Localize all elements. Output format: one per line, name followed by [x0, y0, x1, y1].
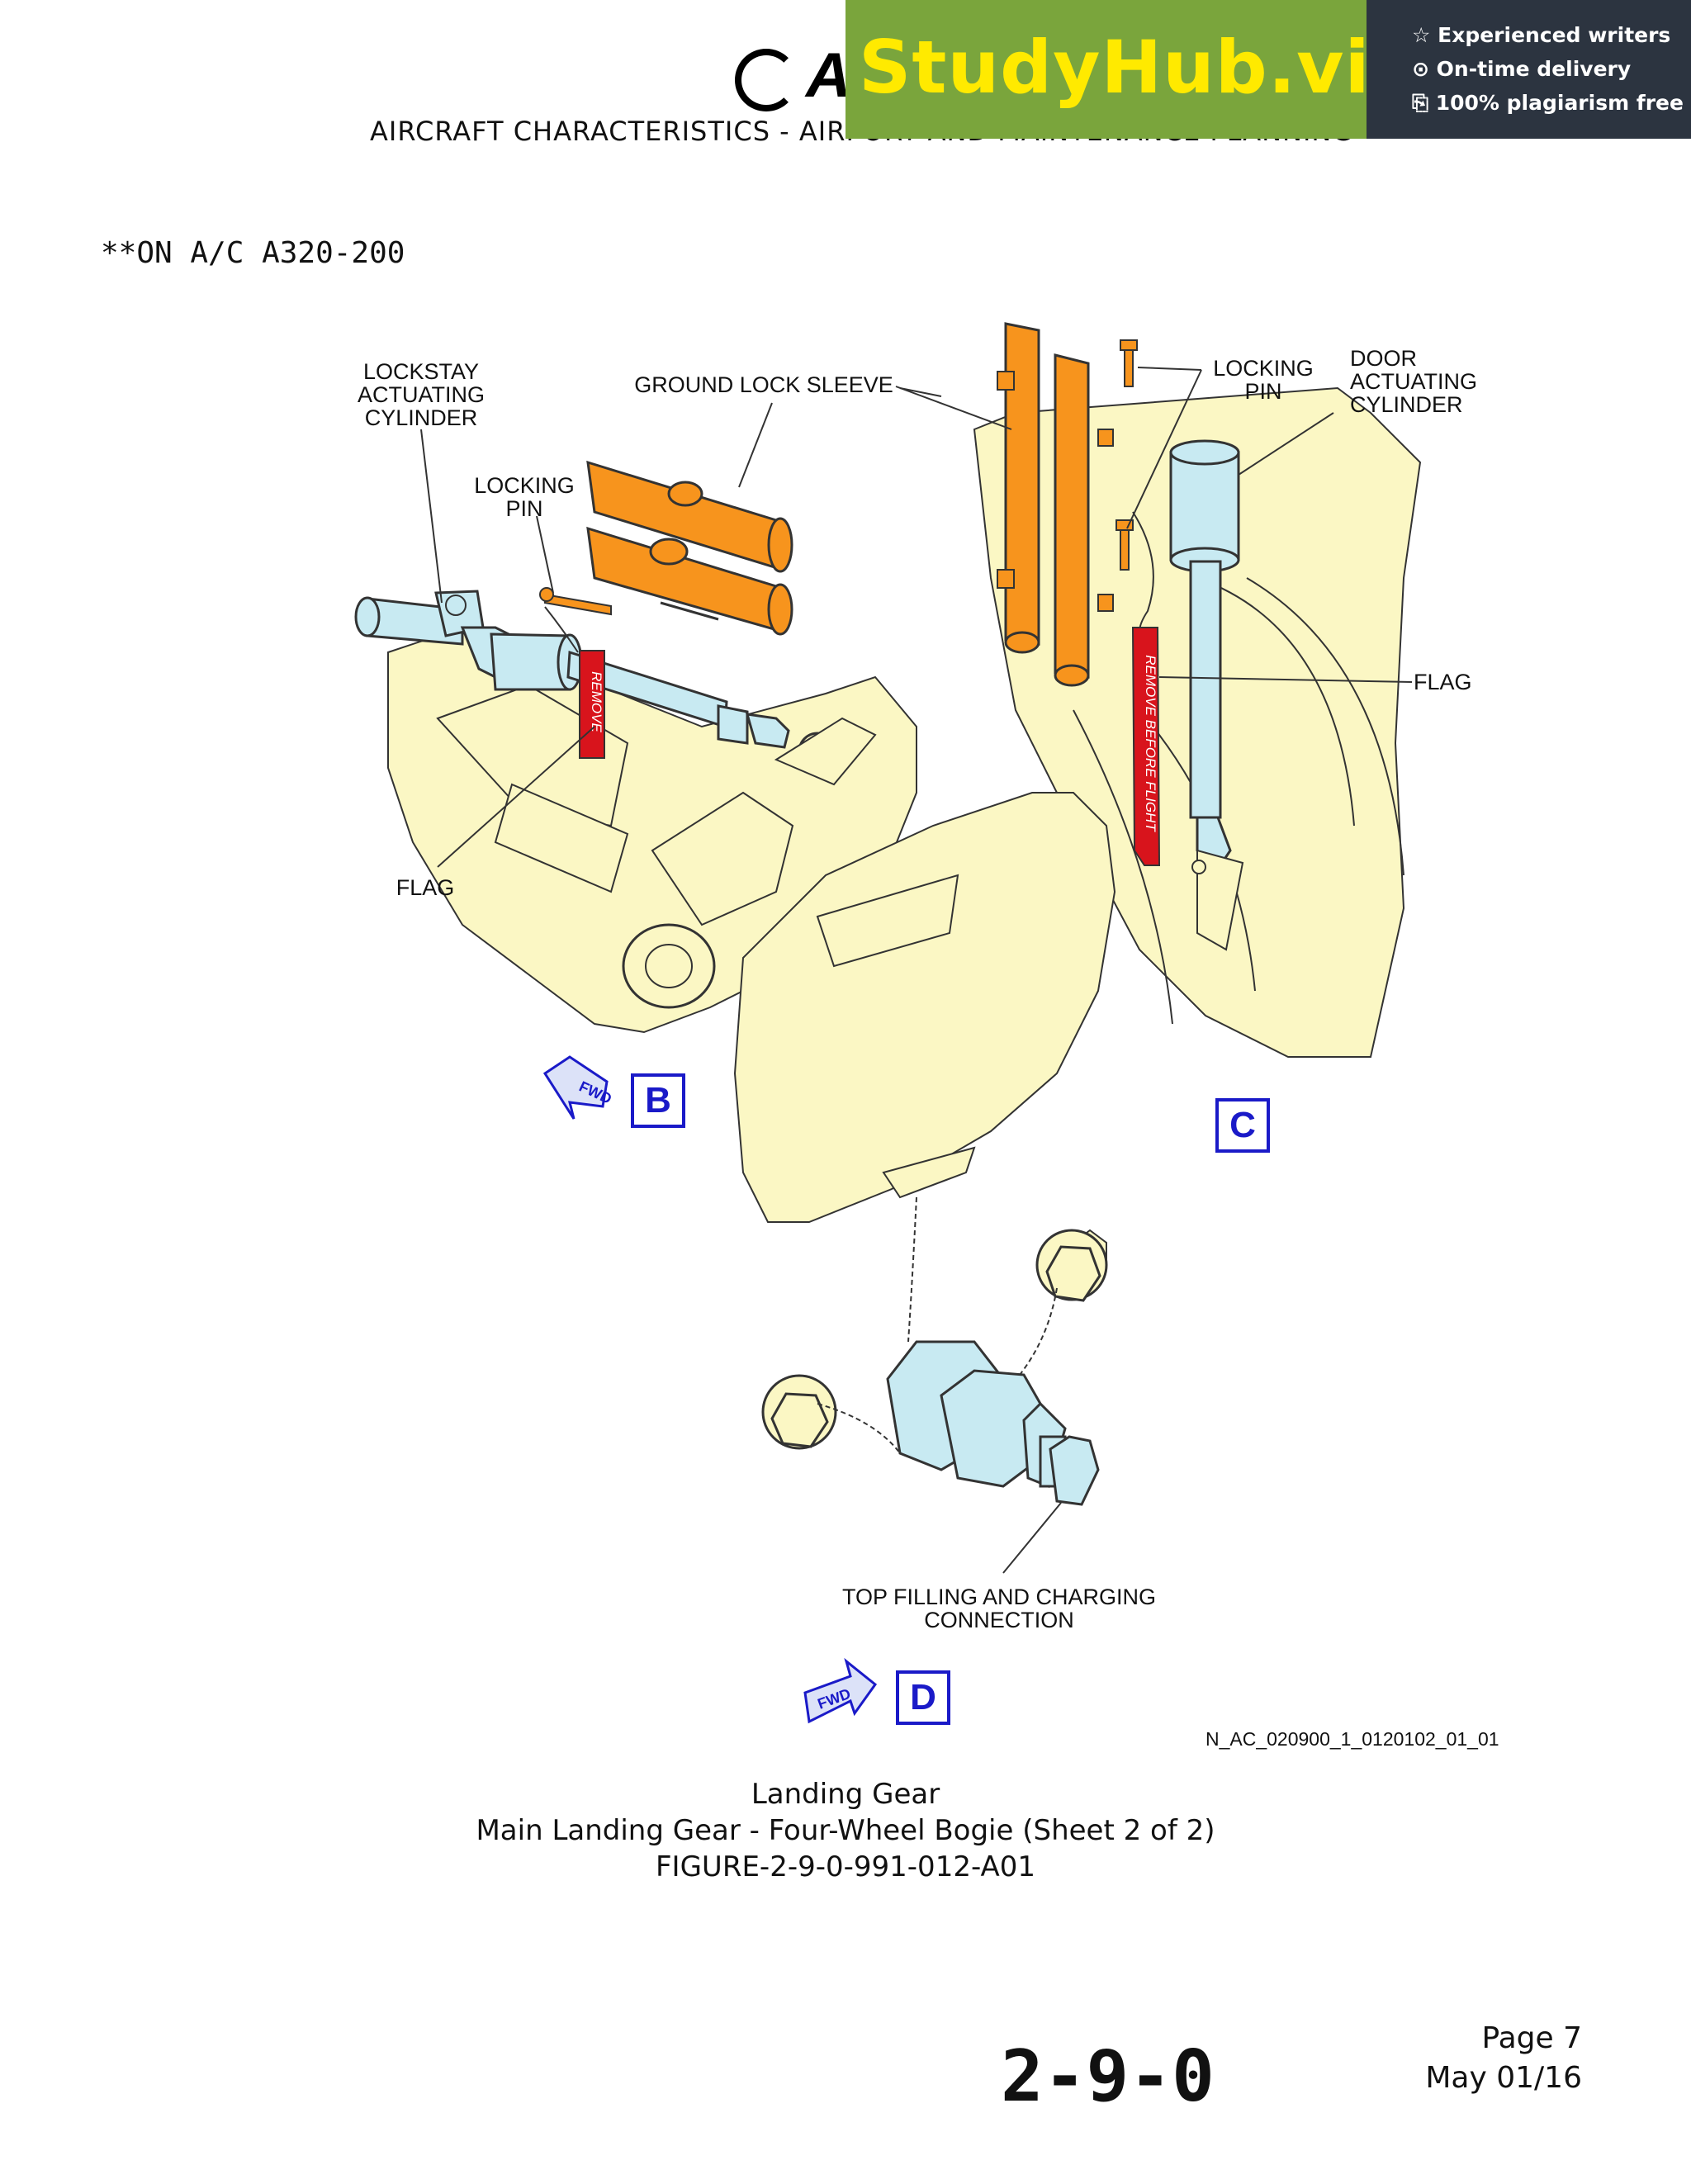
view-c-letter: C	[1215, 1098, 1270, 1153]
lockstay-actuating-cylinder-label: LOCKSTAY ACTUATING CYLINDER	[358, 359, 485, 430]
logo-letter: A	[806, 40, 853, 111]
door-actuating-cylinder-label: DOOR ACTUATING CYLINDER	[1350, 346, 1477, 417]
revision-date: May 01/16	[1425, 2061, 1582, 2095]
view-b-flag-label: FLAG	[396, 875, 455, 900]
page-number: Page 7	[1481, 2021, 1583, 2055]
studyhub-banner[interactable]	[846, 0, 1374, 139]
view-b-flag-text: REMOVE	[589, 671, 604, 732]
caption-title: Landing Gear	[751, 1778, 940, 1811]
view-c-flag-label: FLAG	[1414, 670, 1472, 694]
view-d-letter: D	[896, 1670, 950, 1725]
top-filling-charging-connection-label: TOP FILLING AND CHARGING CONNECTION	[841, 1585, 1157, 1632]
feature-on-time-delivery: ⊙ On-time delivery	[1412, 57, 1632, 81]
studyhub-brand[interactable]: StudyHub.vip	[859, 25, 1423, 110]
caption-figure-number: FIGURE-2-9-0-991-012-A01	[656, 1850, 1035, 1883]
drawing-reference: N_AC_020900_1_0120102_01_01	[1205, 1728, 1499, 1750]
ground-lock-sleeve-label: GROUND LOCK SLEEVE	[634, 372, 893, 397]
logo-swirl-icon	[735, 48, 798, 111]
view-c-locking-pin-label: LOCKING PIN	[1213, 356, 1314, 404]
studyhub-features-panel	[1367, 0, 1691, 139]
feature-experienced-writers: ☆ Experienced writers	[1412, 23, 1671, 47]
view-d-drawing: FWD	[733, 792, 1116, 1724]
view-c-flag-text: REMOVE BEFORE FLIGHT	[1143, 655, 1158, 832]
view-b-locking-pin-label: LOCKING PIN	[474, 473, 575, 521]
airbus-logo: A	[735, 40, 853, 111]
feature-plagiarism-free: ⎘ 100% plagiarism free	[1412, 91, 1684, 115]
applicability-note: **ON A/C A320-200	[101, 236, 405, 270]
caption-subtitle: Main Landing Gear - Four-Wheel Bogie (Sh…	[476, 1814, 1215, 1847]
chapter-number: 2-9-0	[1001, 2035, 1215, 2118]
view-b-letter: B	[631, 1073, 685, 1128]
view-c-drawing: REMOVE BEFORE FLIGHT	[895, 322, 1422, 1058]
